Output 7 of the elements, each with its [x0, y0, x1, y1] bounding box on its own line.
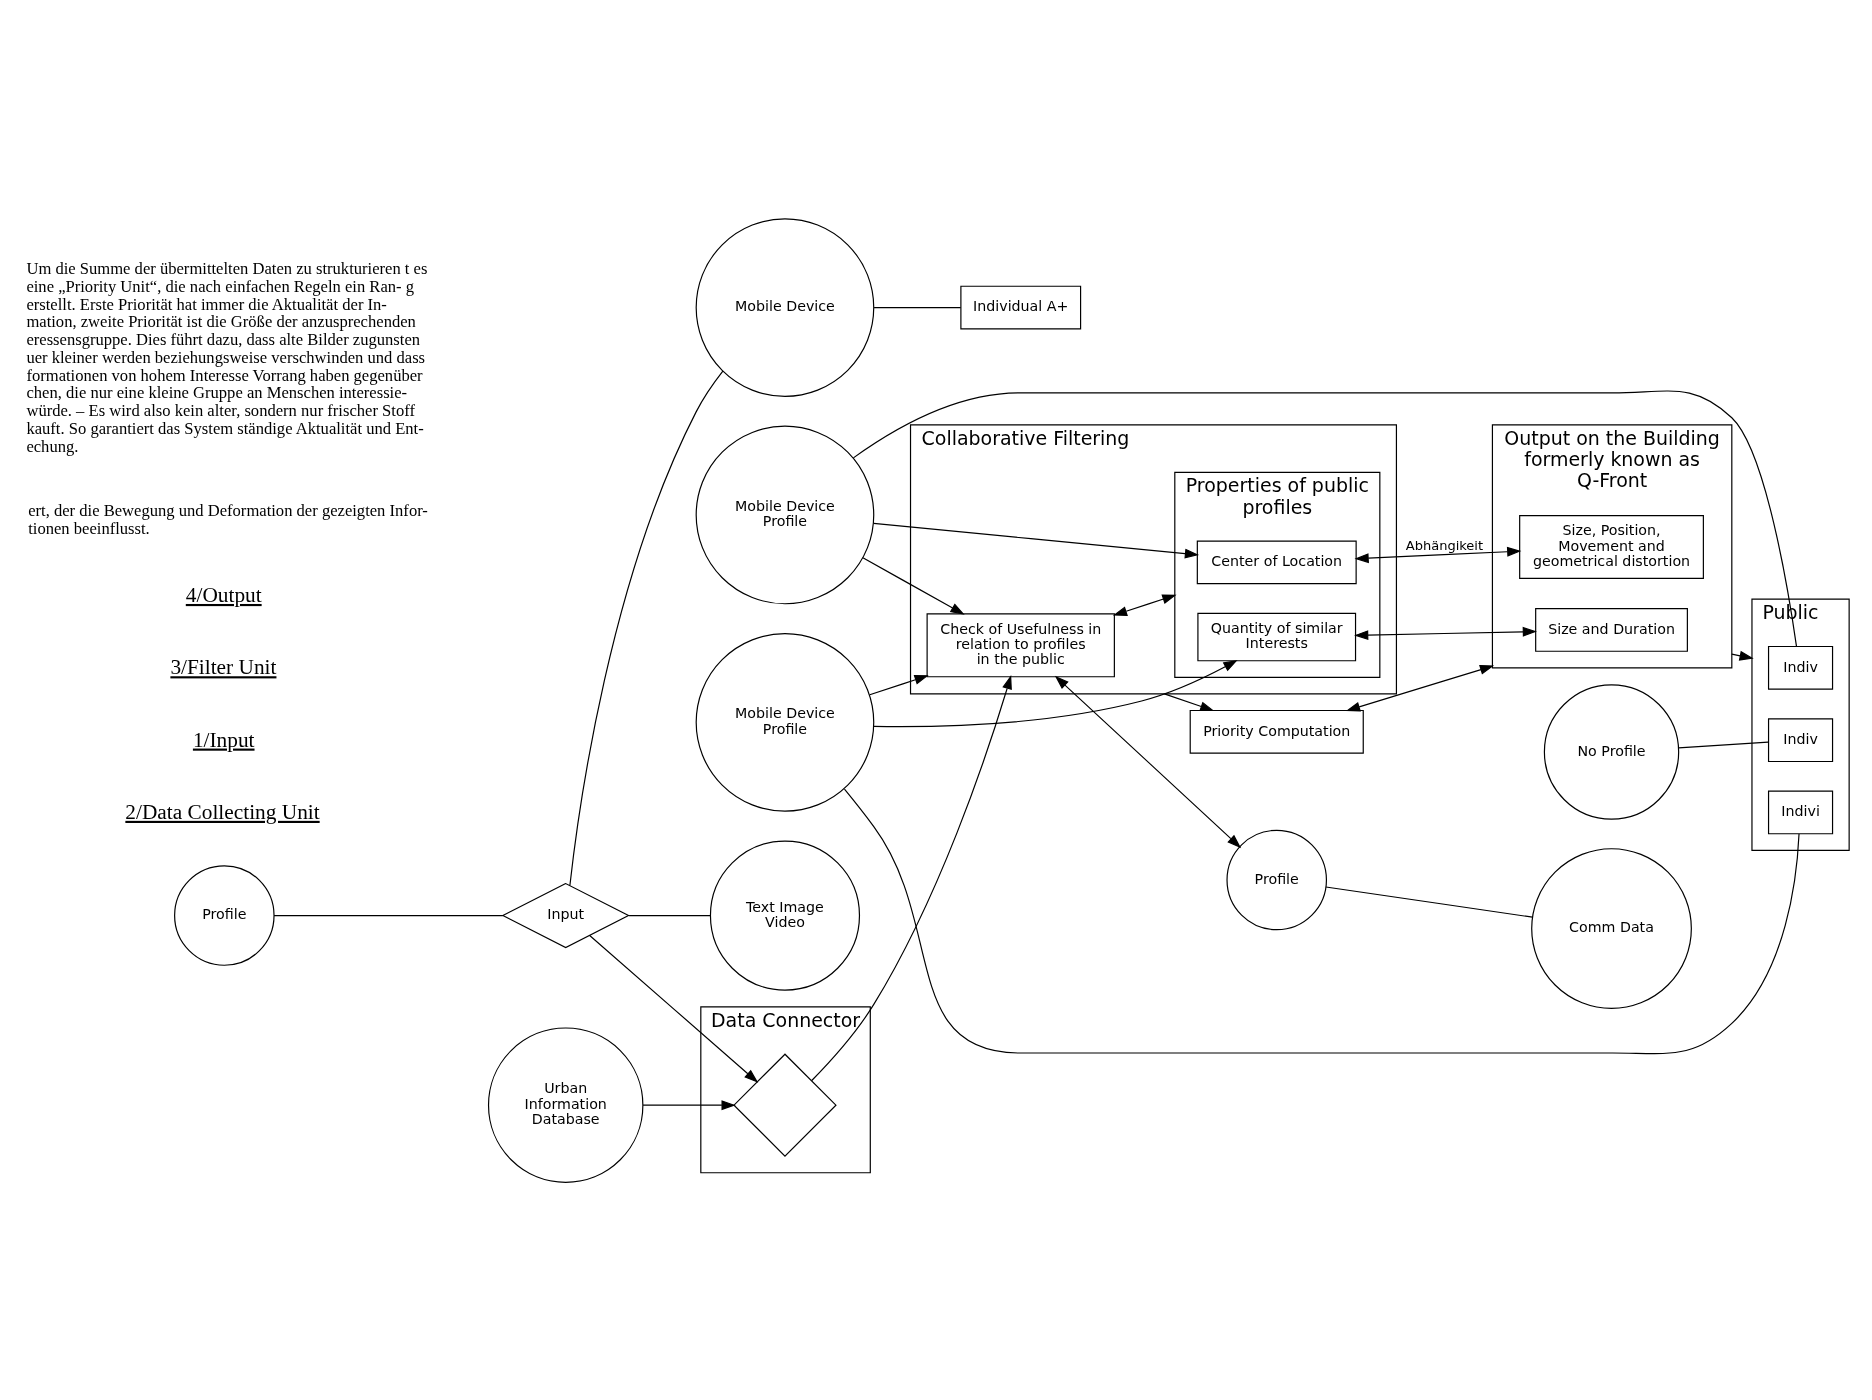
label: 4/Output — [185, 582, 262, 607]
label: ert, der die Bewegung und Deformation der gezeigten Infor- tionen beeinflusst. — [28, 500, 428, 538]
label: 2/Data Collecting Unit — [125, 799, 320, 824]
edge-label: Abhängikeit — [1405, 537, 1484, 553]
label: Um die Summe der übermittelten Daten zu strukturieren t es eine „Priority Unit“, die nach einfachen Regeln ein Ran- g erstellt. Erste Priorität hat immer die Aktualität der In- mation, zweite Priorität ist die Größe der anzusprechenden eressensgruppe. Dies führt dazu, dass alte Bilder zugunsten uer kleiner werden beziehungsweise verschwinden und dass formationen von hohem Interesse Vorrang haben gegenüber chen, die nur eine kleine Gruppe an Menschen interessie- würde. – Es wird also kein alter, sondern nur frischer Stoff kauft. So garantiert das System ständige Aktualität und Ent- echung. — [26, 258, 428, 456]
label: 3/Filter Unit — [170, 654, 277, 679]
label: 1/Input — [192, 727, 255, 752]
